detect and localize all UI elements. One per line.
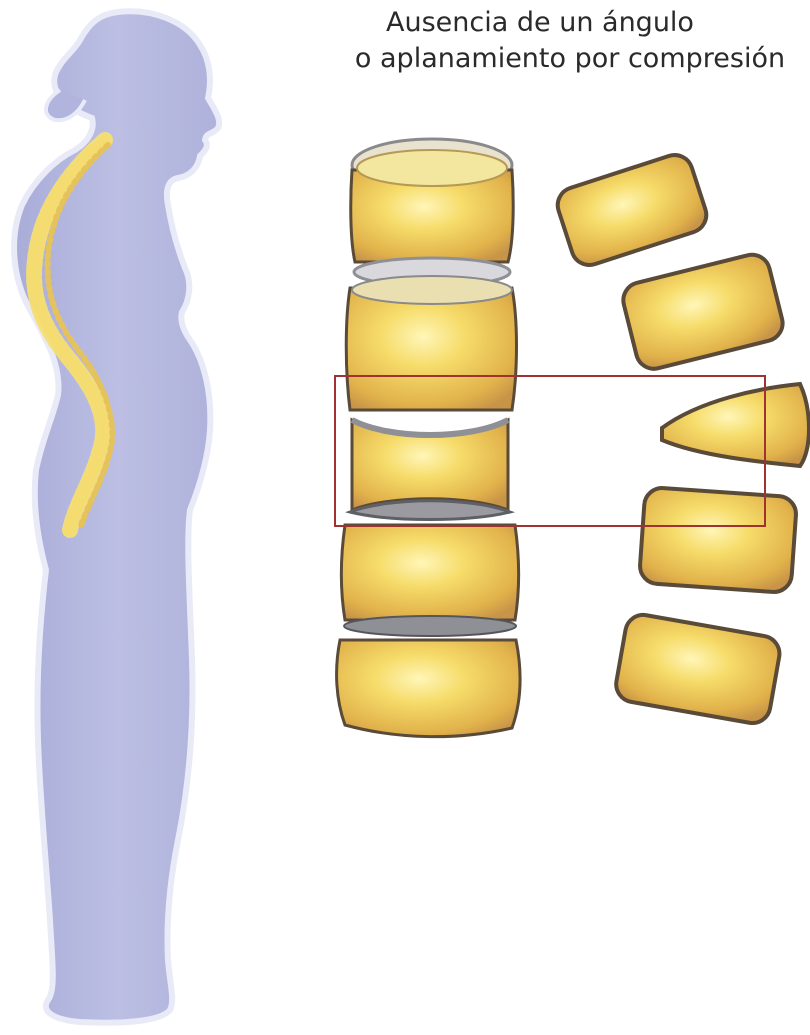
disc-3 bbox=[344, 616, 516, 636]
arc-vertebra-4 bbox=[639, 487, 797, 593]
vertebral-column-stack bbox=[337, 139, 521, 737]
vertebra-2 bbox=[346, 276, 516, 410]
arc-vertebra-5 bbox=[613, 612, 782, 726]
vertebra-3-compressed bbox=[352, 420, 508, 510]
vertebral-arc bbox=[553, 150, 809, 726]
arc-vertebra-1 bbox=[553, 150, 711, 269]
woman-silhouette bbox=[14, 11, 219, 1022]
arc-vertebra-2 bbox=[620, 251, 787, 373]
arc-vertebra-3-wedge bbox=[662, 384, 809, 466]
vertebra-5 bbox=[337, 640, 521, 737]
vertebra-4 bbox=[341, 525, 519, 620]
vertebra-1 bbox=[351, 139, 513, 262]
